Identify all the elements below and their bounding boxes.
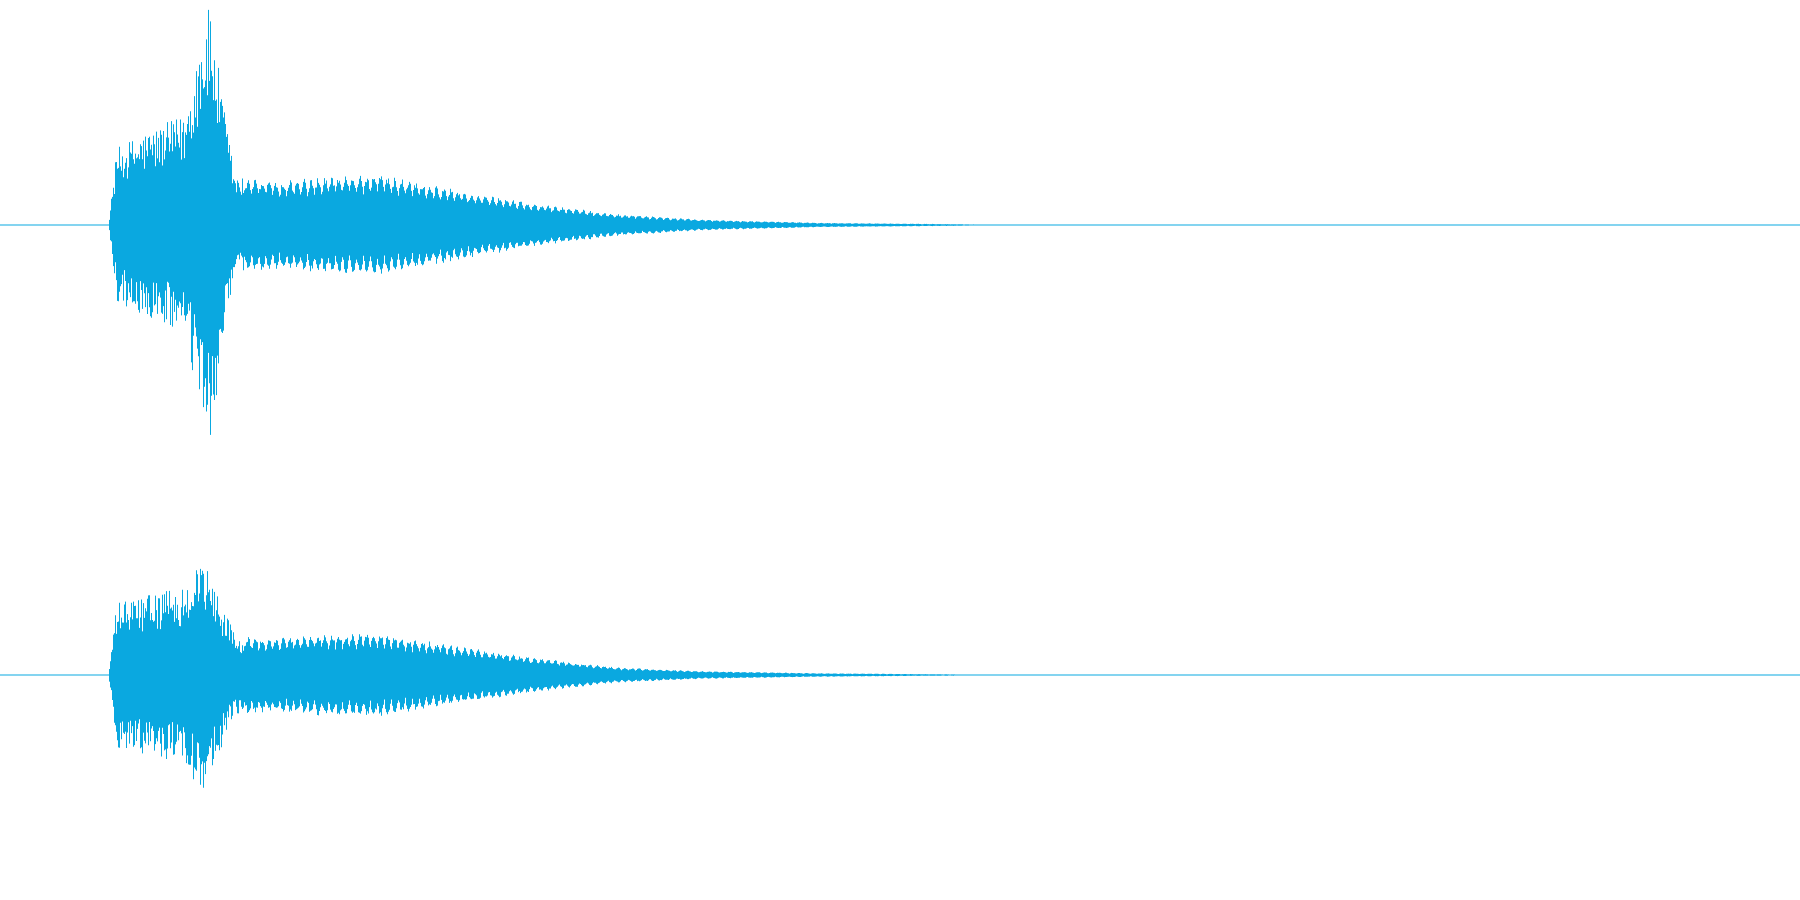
channel-2-waveform xyxy=(0,568,1800,788)
channel-2-track xyxy=(0,450,1800,900)
channel-1-signal xyxy=(109,9,1010,435)
channel-2-signal xyxy=(109,568,985,788)
channel-1-waveform xyxy=(0,9,1800,435)
channel-1-track xyxy=(0,9,1800,435)
